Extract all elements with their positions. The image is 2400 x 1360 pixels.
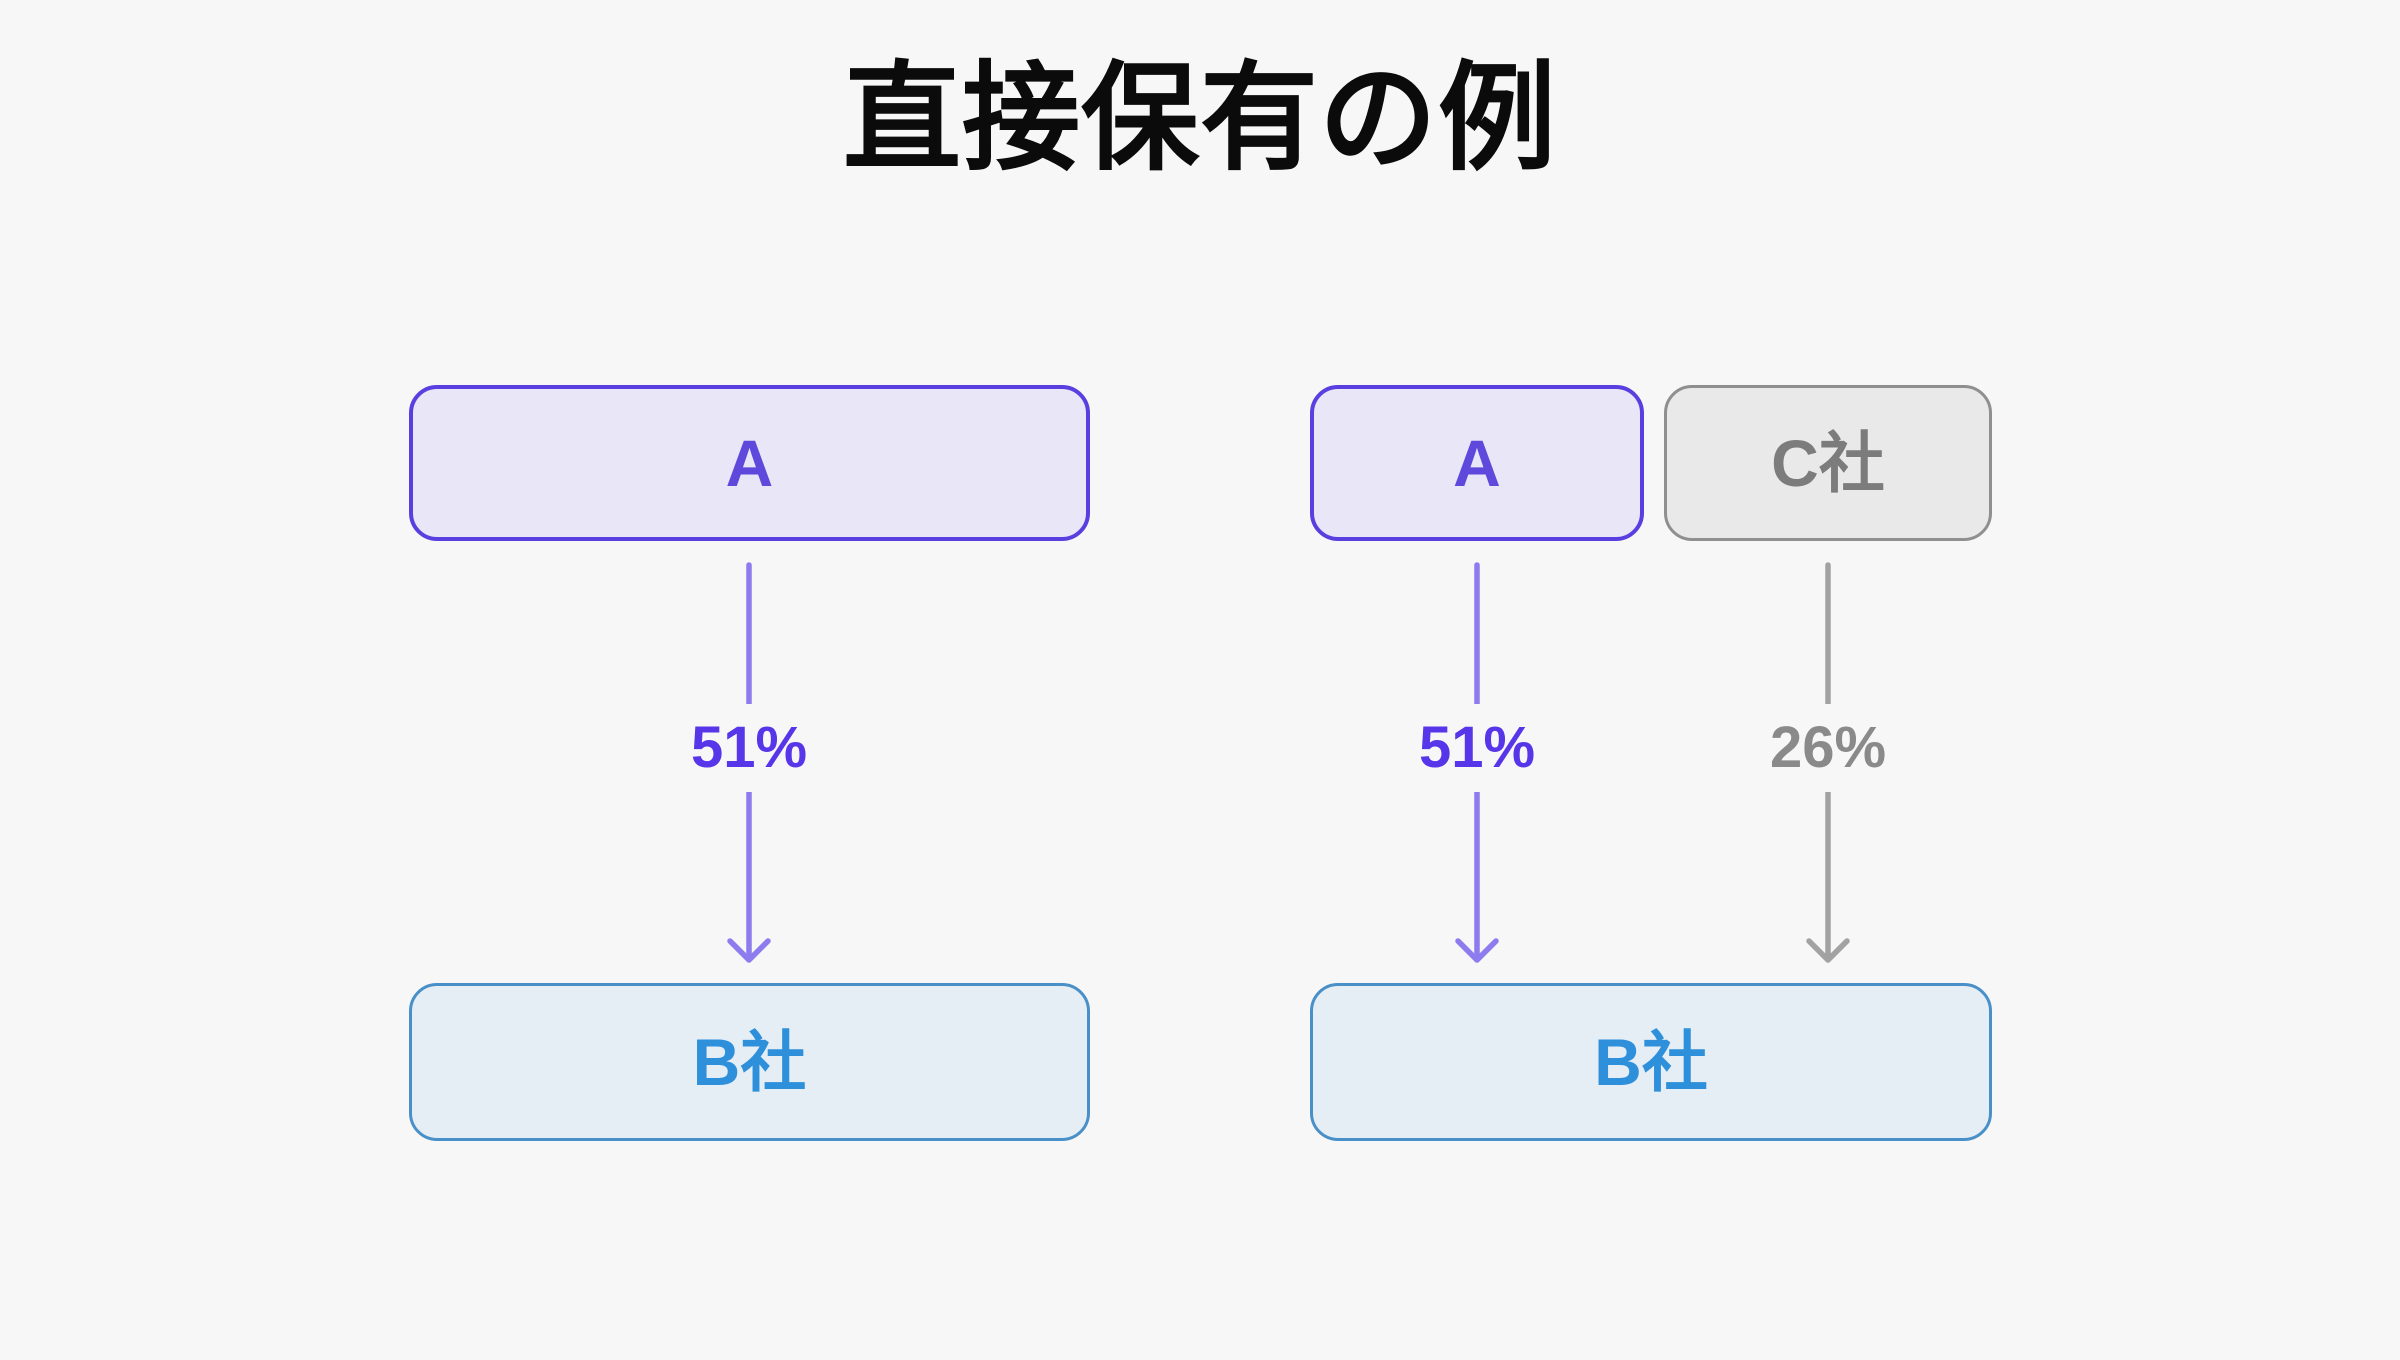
node-company-a: A [1310, 385, 1644, 541]
node-company-a-label: A [1453, 426, 1501, 500]
node-company-b-label: B社 [692, 1025, 807, 1099]
page-title: 直接保有の例 [842, 53, 1557, 185]
ownership-percentage: 26% [1757, 704, 1899, 792]
node-company-c-label: C社 [1771, 426, 1885, 500]
ownership-arrow-c-to-b: 26% [1757, 541, 1899, 984]
ownership-percentage: 51% [1406, 704, 1548, 792]
node-company-c: C社 [1664, 385, 1992, 541]
ownership-arrow-a-to-b: 51% [1406, 541, 1548, 984]
node-company-a: A [409, 385, 1090, 541]
node-company-b-label: B社 [1594, 1025, 1708, 1099]
node-company-a-label: A [725, 426, 774, 500]
ownership-arrow-a-to-b: 51% [678, 541, 820, 984]
ownership-percentage: 51% [678, 704, 820, 792]
node-company-b: B社 [1310, 983, 1992, 1141]
node-company-b: B社 [409, 983, 1090, 1141]
